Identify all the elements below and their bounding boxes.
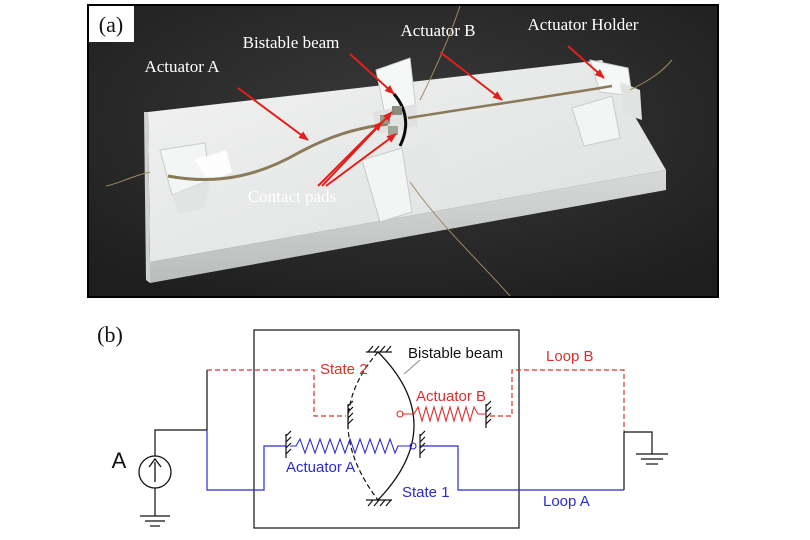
- contact-anchor-a-right: [419, 430, 426, 458]
- contact-anchor-b-right: [485, 400, 492, 428]
- platform-front: [144, 112, 150, 283]
- label-loop-a: Loop A: [543, 493, 590, 510]
- arrow-contact-pad-2: [321, 111, 393, 187]
- actuator-a-wire: [167, 122, 389, 182]
- stray-wire-top: [419, 5, 461, 101]
- contact-anchor-a-left: [285, 430, 292, 458]
- loop-a-path-left: [206, 430, 286, 491]
- label-contact-pads: Contact pads: [248, 187, 336, 206]
- beam-anchor-top: [366, 345, 392, 353]
- actuator-a-contact: [409, 442, 417, 450]
- actuator-b-wire: [407, 84, 613, 120]
- loop-b-path: [207, 369, 346, 417]
- arrow-actuator-b: [439, 51, 503, 101]
- contact-anchor-b-left: [347, 400, 354, 428]
- ground-symbol-right: [636, 453, 668, 465]
- source-wire-top: [154, 429, 207, 456]
- bistable-beam-photo: [392, 93, 408, 147]
- stray-wire-bottom: [409, 181, 511, 297]
- loop-b-path-right: [490, 369, 625, 432]
- loop-a-path-right: [420, 445, 624, 491]
- contact-pad-3: [388, 126, 398, 135]
- arrow-actuator-holder: [567, 45, 605, 79]
- contact-pad-2: [392, 106, 402, 115]
- label-actuator-holder: Actuator Holder: [528, 15, 639, 34]
- label-actuator-b-diagram: Actuator B: [416, 388, 486, 405]
- arrow-bistable-beam: [349, 53, 395, 95]
- label-loop-b: Loop B: [546, 348, 594, 365]
- stray-wire-right: [629, 59, 673, 91]
- device-enclosure: [253, 329, 520, 529]
- panel-a-tag: (a): [99, 12, 123, 37]
- label-actuator-b: Actuator B: [400, 21, 475, 40]
- platform-side: [150, 170, 666, 283]
- ground-symbol-left: [140, 515, 170, 527]
- label-actuator-a-diagram: Actuator A: [286, 459, 355, 476]
- bistable-beam-leader: [403, 359, 421, 375]
- panel-a-tag-box: [89, 6, 134, 42]
- panel-b-tag: (b): [97, 322, 123, 347]
- beam-anchor-bottom: [366, 499, 392, 507]
- label-state-2: State 2: [320, 361, 368, 378]
- actuator-b-contact: [396, 410, 404, 418]
- beam-state-1: [377, 351, 415, 501]
- ground-wire-right: [624, 431, 653, 454]
- label-bistable-beam-diagram: Bistable beam: [408, 345, 503, 362]
- actuator-a-spring: [290, 437, 410, 455]
- actuator-b-spring: [402, 404, 486, 424]
- source-label: A: [112, 448, 127, 473]
- label-state-1: State 1: [402, 484, 450, 501]
- panel-a-photo: (a) Actuator A Bistable beam Actuator B …: [87, 4, 719, 298]
- stray-wire-left: [105, 171, 151, 187]
- current-arrow-icon: [148, 457, 162, 468]
- panel-b-diagram: (b) A: [97, 322, 668, 529]
- current-source: A: [112, 448, 172, 489]
- label-actuator-a: Actuator A: [144, 57, 220, 76]
- arrow-actuator-a: [237, 87, 309, 141]
- label-bistable-beam: Bistable beam: [243, 33, 340, 52]
- arrow-contact-pad-3: [325, 133, 397, 187]
